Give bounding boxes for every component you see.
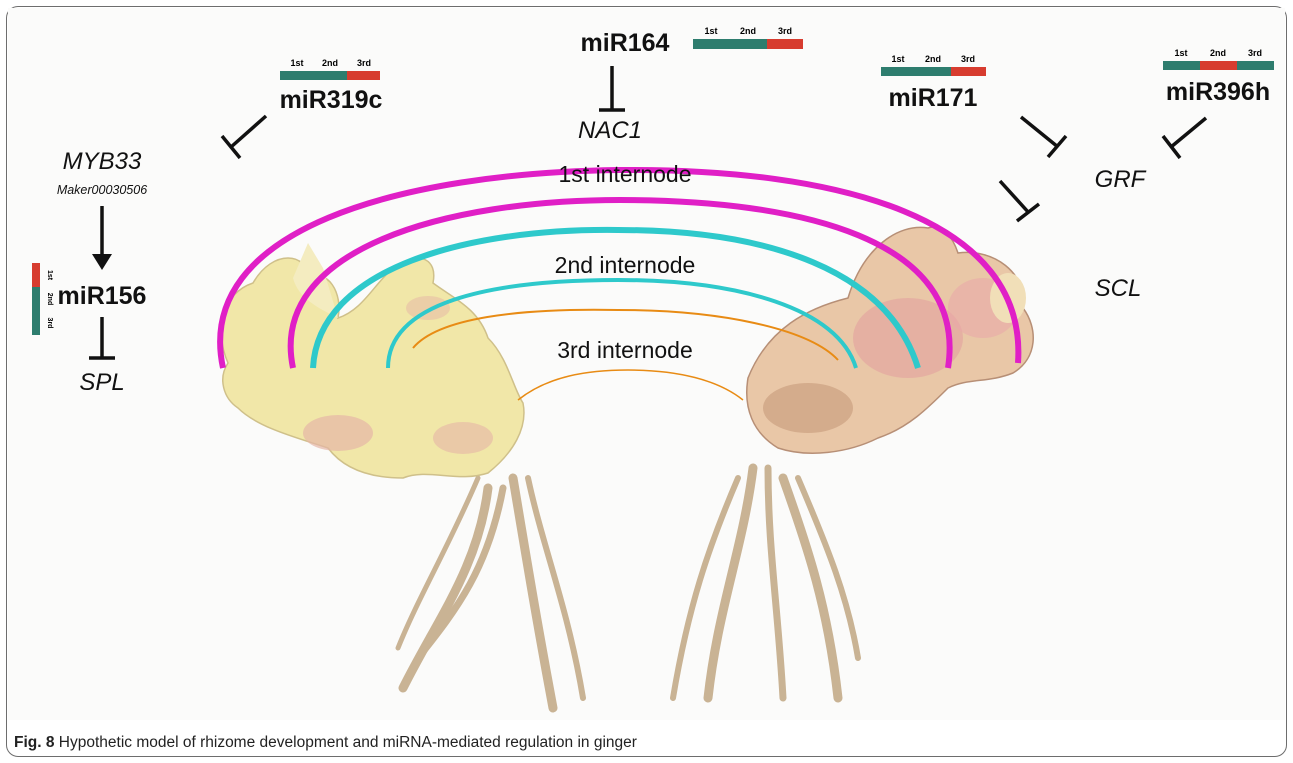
bar-label-3rd: 3rd — [357, 58, 371, 68]
label-mir171: miR171 — [889, 84, 978, 112]
label-mir164: miR164 — [581, 29, 670, 57]
label-mir156: miR156 — [58, 282, 147, 310]
label-internode-1: 1st internode — [559, 161, 692, 187]
caption-label: Fig. 8 — [14, 734, 54, 751]
label-scl: SCL — [1095, 275, 1142, 302]
label-mir319c: miR319c — [280, 86, 383, 114]
bar-label-2nd: 2nd — [925, 54, 941, 64]
bar-label-1st: 1st — [891, 54, 904, 64]
bar-label-3rd: 3rd — [961, 54, 975, 64]
bar-label-3rd: 3rd — [778, 26, 792, 36]
bar-label-1st: 1st — [290, 58, 303, 68]
bar-label-3rd: 3rd — [46, 318, 53, 329]
bar-label-1st: 1st — [46, 270, 53, 281]
bar-label-2nd: 2nd — [46, 293, 53, 305]
photo-background — [8, 8, 1285, 720]
label-grf: GRF — [1095, 166, 1147, 193]
label-nac1: NAC1 — [578, 117, 642, 144]
label-internode-2: 2nd internode — [555, 252, 696, 278]
label-maker00030506: Maker00030506 — [57, 183, 147, 197]
bar-label-3rd: 3rd — [1248, 48, 1262, 58]
label-spl: SPL — [79, 369, 124, 396]
bar-label-1st: 1st — [1174, 48, 1187, 58]
label-mir396h: miR396h — [1166, 78, 1270, 106]
bar-label-2nd: 2nd — [740, 26, 756, 36]
bar-label-1st: 1st — [704, 26, 717, 36]
bar-label-2nd: 2nd — [322, 58, 338, 68]
caption-text: Hypothetic model of rhizome development … — [59, 734, 637, 751]
figure-caption: Fig. 8 Hypothetic model of rhizome devel… — [14, 734, 637, 752]
label-myb33: MYB33 — [63, 148, 142, 175]
label-internode-3: 3rd internode — [557, 337, 693, 363]
bar-label-2nd: 2nd — [1210, 48, 1226, 58]
figure-diagram: 1st internode 2nd internode 3rd internod… — [8, 8, 1285, 720]
